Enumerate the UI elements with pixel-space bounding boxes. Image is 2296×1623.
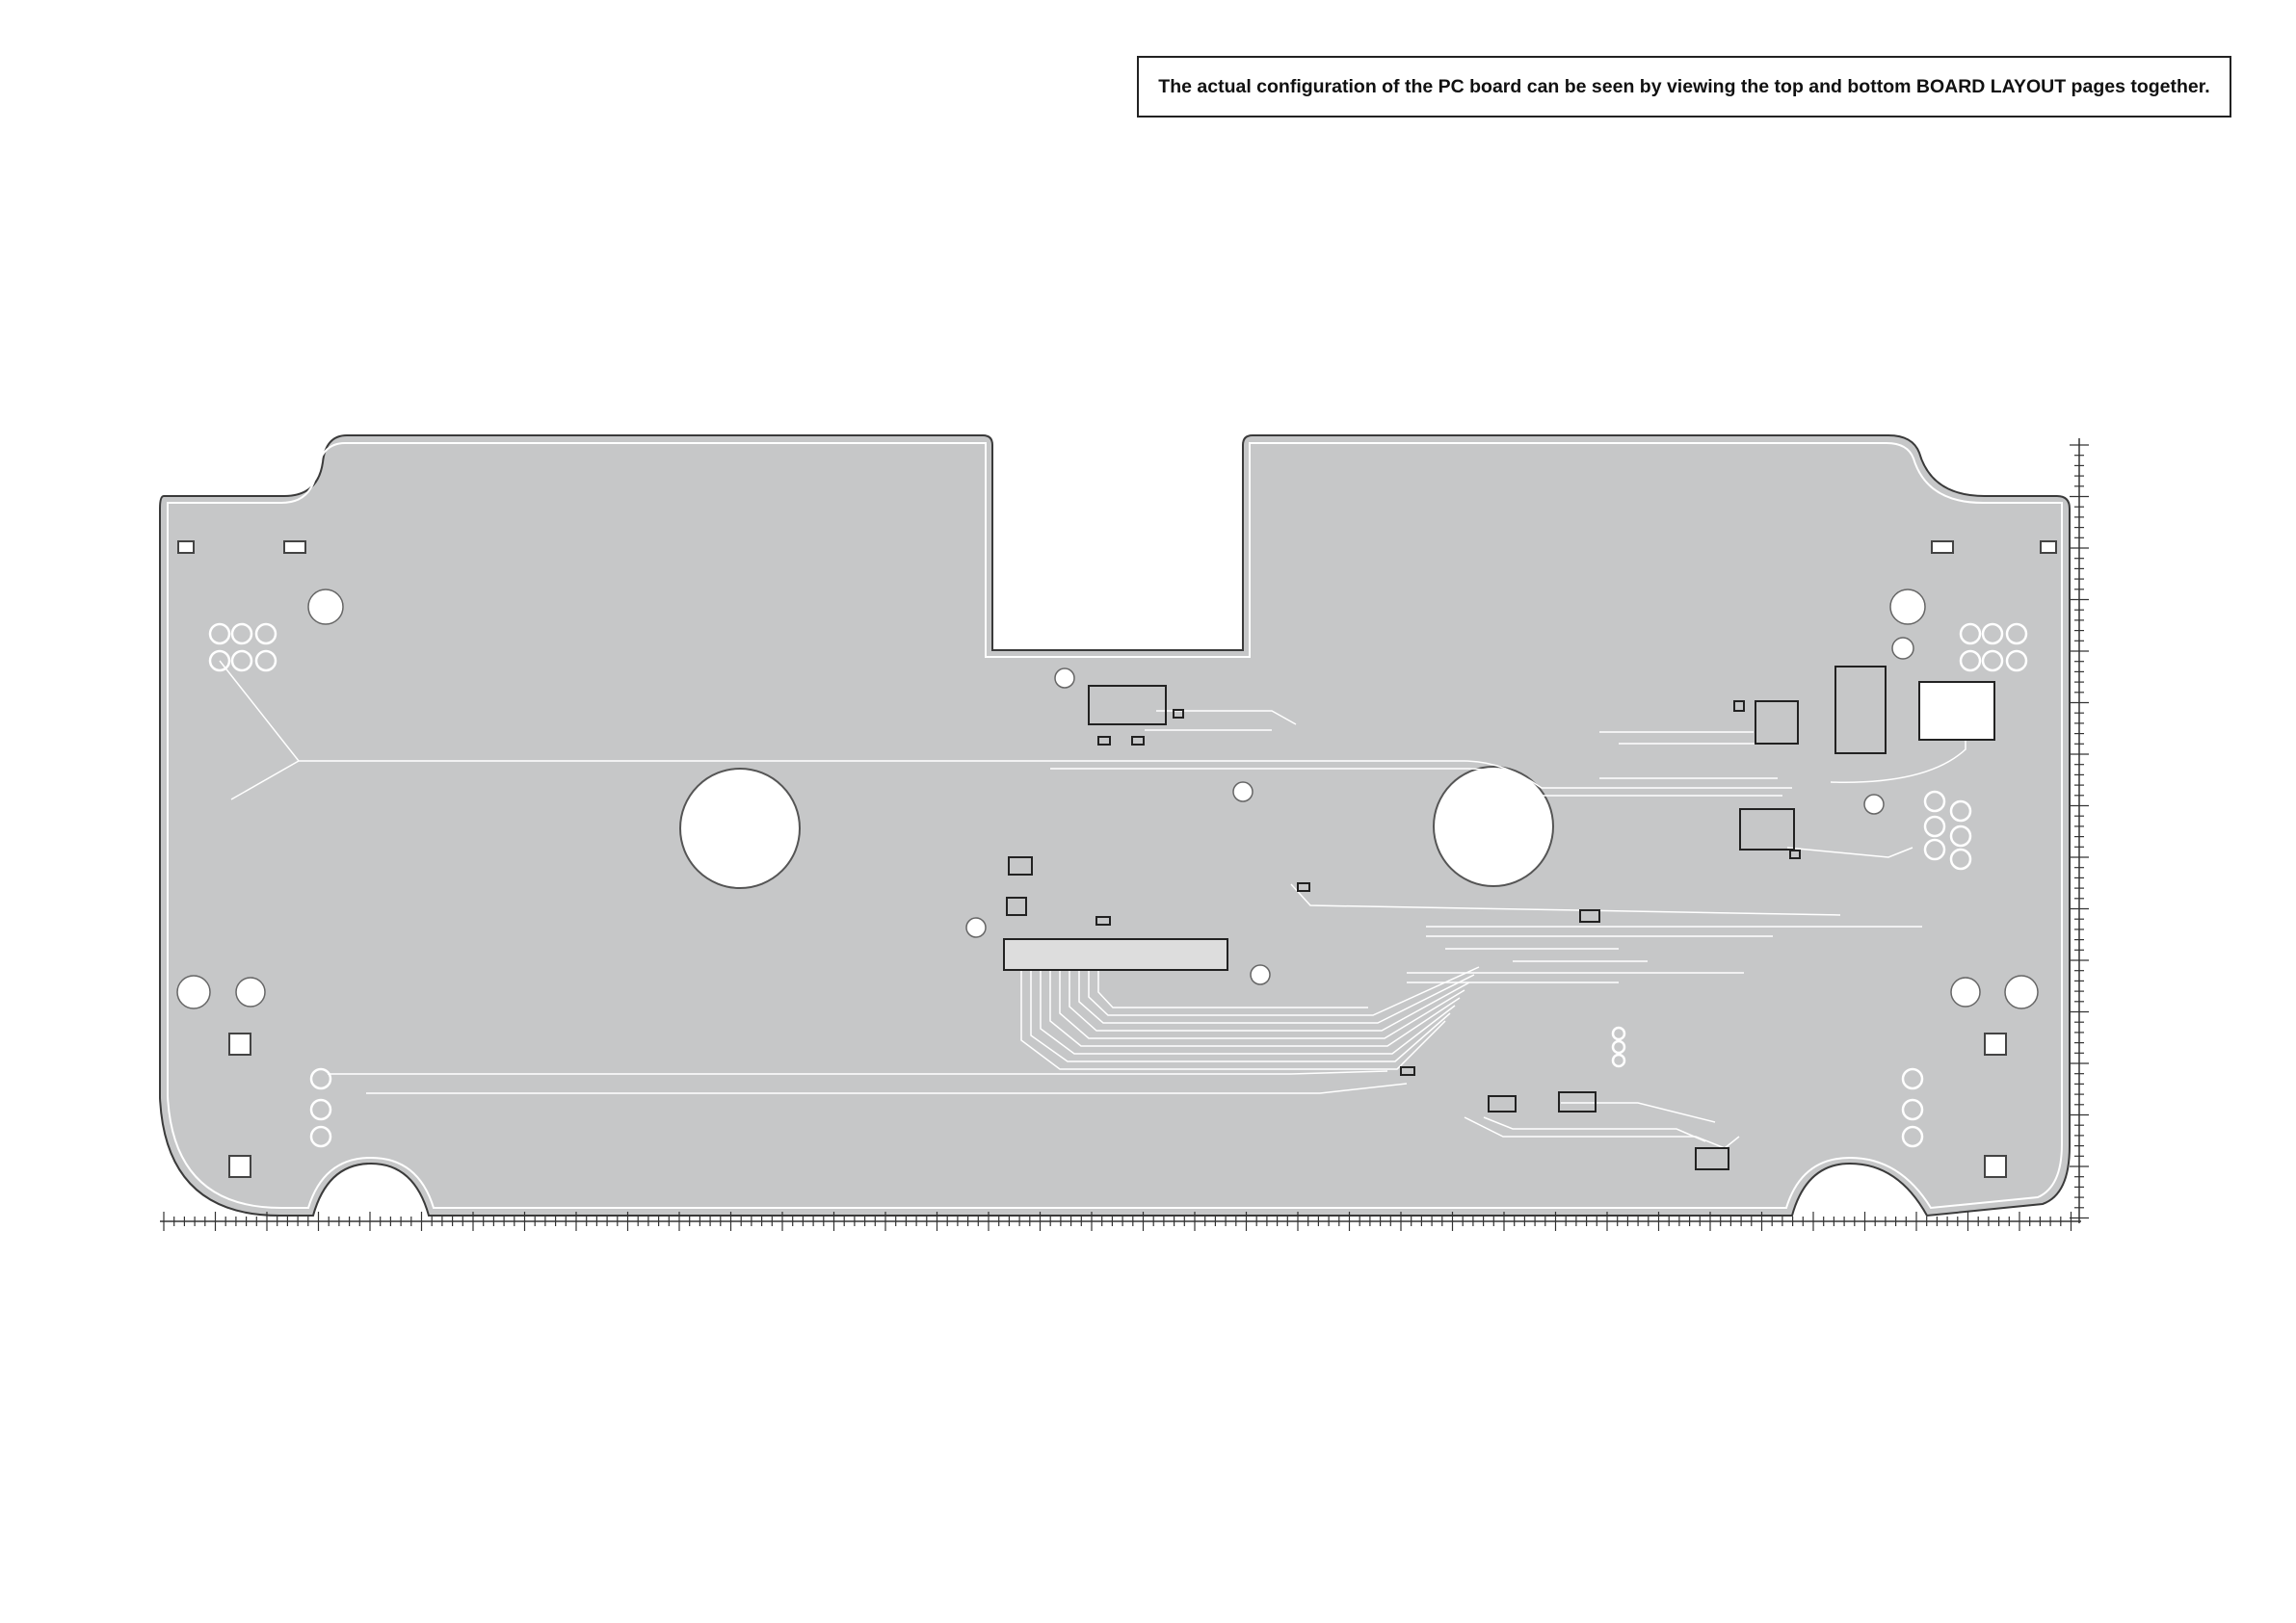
pcb-board-outline [160, 435, 2070, 1216]
mounting-hole-left [680, 769, 800, 888]
flex-connector [1004, 939, 1227, 970]
transformer-pad [1919, 682, 1994, 740]
mounting-hole-right [1434, 767, 1553, 886]
